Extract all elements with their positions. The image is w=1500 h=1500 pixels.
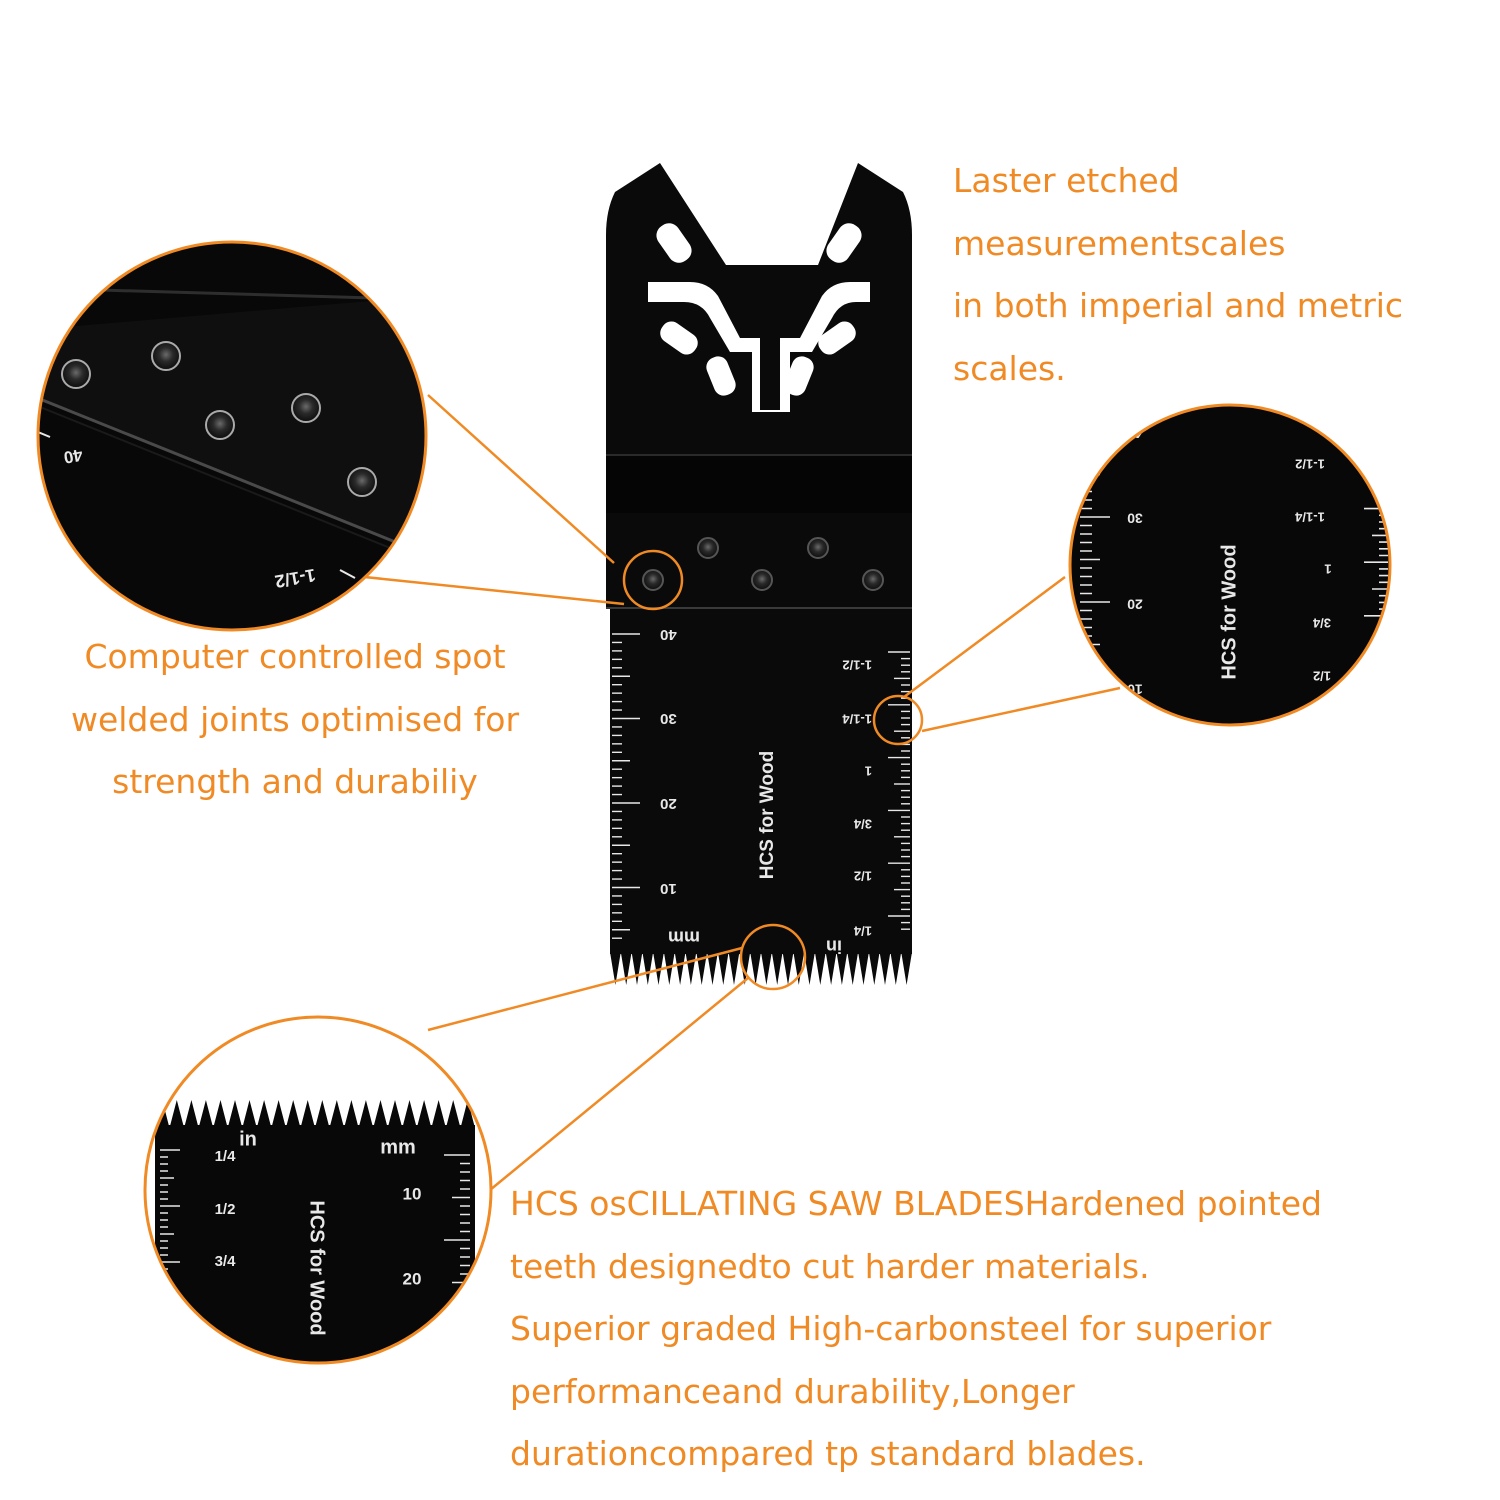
zoom-weld-metric-tick: 40 [62,445,84,467]
teeth-caption-line-1: HCS osCILLATING SAW BLADESHardened point… [510,1184,1322,1223]
zoom-teeth-imperial-unit: in [239,1128,257,1150]
zoom-scale-imperial-1-1-2: 1-1/2 [1295,457,1325,472]
callout-lines [354,394,1121,1191]
scales-caption-line-2: measurementscales [953,223,1286,263]
imperial-tick-1-1-2: 1-1/2 [842,658,872,673]
zoom-teeth-metric-10: 10 [403,1184,422,1203]
imperial-scale [888,651,910,930]
rivets [642,537,884,591]
teeth-caption-line-4: performanceand durability,Longer [510,1371,1075,1411]
zoom-teeth-imperial-3-4: 3/4 [215,1253,237,1270]
mount-slots [648,223,870,412]
zoom-teeth-imperial-1-4: 1/4 [215,1148,237,1165]
blade-bend [606,455,912,513]
imperial-tick-1-2: 1/2 [854,869,872,884]
blade-label: HCS for Wood [757,751,778,879]
zoom-scale-ring [1068,403,1392,727]
metric-scale [612,633,640,939]
metric-tick-40: 40 [660,626,677,643]
zoom-scale-metric-30: 30 [1127,510,1143,526]
welds-caption-line-2: welded joints optimised for [70,699,520,739]
welds-caption-line-3: strength and durabiliy [112,762,478,801]
scales-caption-line-1: Laster etched [953,161,1180,200]
imperial-tick-1: 1 [865,764,872,779]
scales-caption: Laster etched measurementscales in both … [953,150,1403,400]
saw-blade: 10 20 30 40 1/4 1/2 3/4 1 1-1/4 1-1/2 HC… [606,163,912,985]
teeth-caption: HCS osCILLATING SAW BLADESHardened point… [510,1173,1322,1486]
welds-caption-line-1: Computer controlled spot [84,637,506,676]
zoom-teeth-metric-unit: mm [380,1136,416,1158]
imperial-tick-1-1-4: 1-1/4 [842,712,872,727]
imperial-tick-1-4: 1/4 [853,924,872,939]
zoom-scale-label: HCS for Wood [1218,544,1240,679]
zoom-spot-welds: 40 1-1/2 [36,240,428,632]
teeth-caption-line-2: teeth designedto cut harder materials. [510,1246,1150,1286]
zoom-teeth-metric-20: 20 [403,1269,422,1288]
imperial-tick-3-4: 3/4 [853,817,872,832]
scales-caption-line-3: in both imperial and metric [953,286,1404,325]
zoom-scale-imperial-1-1-4: 1-1/4 [1294,510,1324,525]
teeth-caption-line-3: Superior graded High-carbonsteel for sup… [510,1309,1272,1348]
welds-caption: Computer controlled spot welded joints o… [0,626,590,814]
metric-unit: mm [668,927,700,947]
metric-tick-10: 10 [660,880,677,897]
zoom-scale-imperial-1: 1 [1324,562,1331,577]
zoom-teeth: in mm 1/4 1/2 3/4 10 20 HCS for Wood [143,1015,493,1365]
imperial-unit: in [826,936,842,956]
zoom-scale-imperial-3-4: 3/4 [1312,616,1331,631]
blade-teeth [610,952,912,985]
scales-caption-line-4: scales. [953,348,1066,388]
metric-tick-20: 20 [660,795,677,812]
blade-body [610,609,912,954]
scale-highlight-ring [872,694,924,746]
zoom-scale-metric-20: 20 [1127,596,1143,612]
weld-highlight-ring [622,549,684,611]
metric-tick-30: 30 [660,710,677,727]
teeth-highlight-ring [739,923,807,991]
teeth-caption-line-5: durationcompared tp standard blades. [510,1434,1146,1473]
zoom-teeth-label: HCS for Wood [306,1200,328,1335]
zoom-teeth-ring [143,1015,493,1365]
zoom-scale-imperial-1-2: 1/2 [1313,669,1331,684]
zoom-teeth-imperial-1-2: 1/2 [215,1201,236,1218]
zoom-weld-ring [36,240,428,632]
zoom-measurement-scale: 10 20 30 40 1/2 3/4 1 1-1/4 1-1/2 HCS fo… [1068,403,1392,727]
